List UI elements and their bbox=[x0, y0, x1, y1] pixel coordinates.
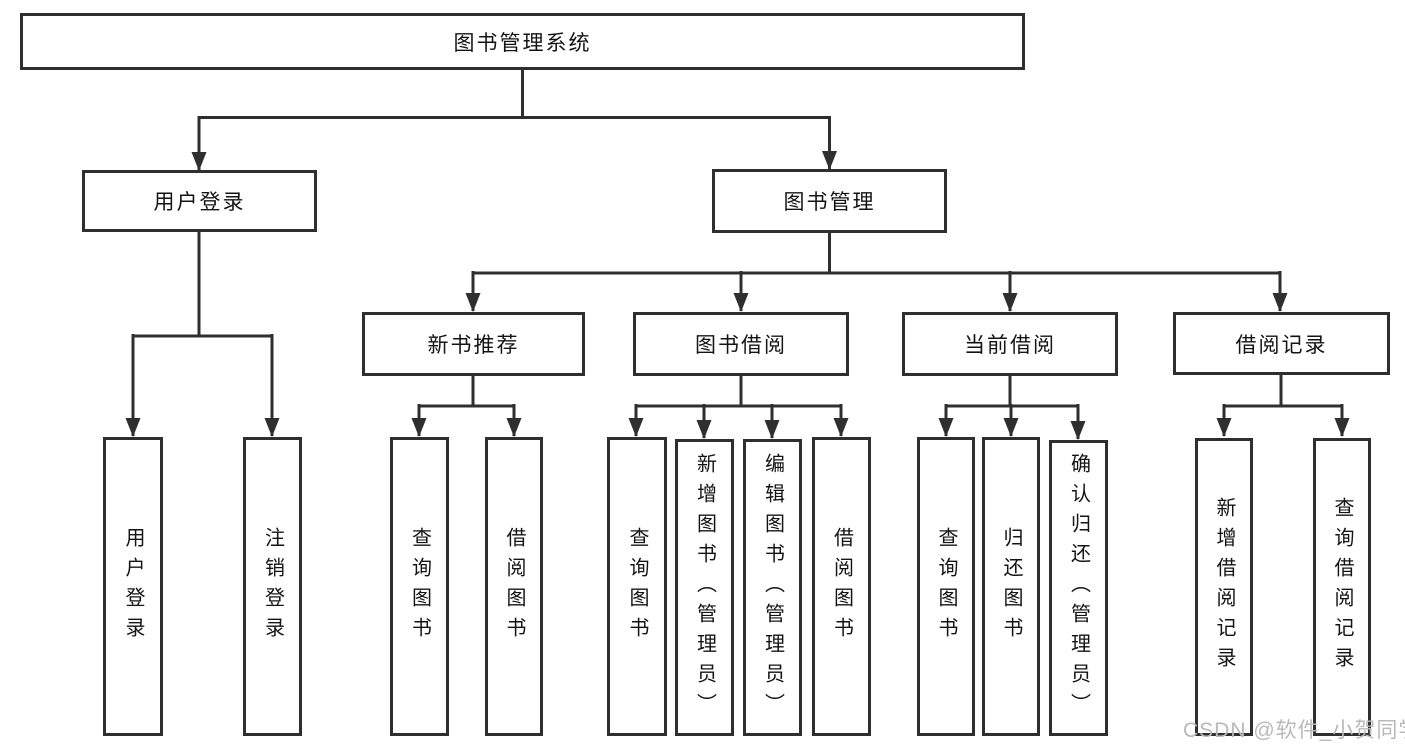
leaf-records-query: 查询借阅记录 bbox=[1313, 438, 1371, 736]
leaf-newbook-query-label: 查询图书 bbox=[408, 526, 431, 647]
node-borrow-records: 借阅记录 bbox=[1173, 312, 1390, 375]
connector-newbook-to-leaves bbox=[419, 376, 514, 408]
connector-bookborrow-to-leaves bbox=[636, 376, 841, 408]
node-new-book-recommend: 新书推荐 bbox=[362, 312, 585, 376]
leaf-logout-label: 注销登录 bbox=[261, 526, 284, 647]
connector-currentborrow-to-leaves bbox=[946, 376, 1078, 408]
leaf-logout: 注销登录 bbox=[243, 437, 302, 736]
csdn-watermark: CSDN @软件_小贺同学 bbox=[1183, 719, 1405, 742]
leaf-borrow-book-label: 借阅图书 bbox=[830, 526, 853, 647]
leaf-records-add-label: 新增借阅记录 bbox=[1213, 497, 1235, 677]
node-book-management-label: 图书管理 bbox=[783, 191, 876, 214]
leaf-newbook-query: 查询图书 bbox=[390, 437, 449, 736]
leaf-borrow-edit-admin: 编辑图书（管理员） bbox=[743, 439, 802, 736]
leaf-borrow-add-admin: 新增图书（管理员） bbox=[675, 439, 734, 736]
leaf-borrow-book: 借阅图书 bbox=[812, 437, 871, 736]
node-user-login-label: 用户登录 bbox=[153, 191, 246, 214]
node-root-label: 图书管理系统 bbox=[453, 31, 592, 55]
leaf-borrow-add-admin-label: 新增图书（管理员） bbox=[693, 452, 716, 723]
node-new-book-recommend-label: 新书推荐 bbox=[427, 334, 520, 357]
node-user-login: 用户登录 bbox=[82, 170, 317, 232]
node-root-library-system: 图书管理系统 bbox=[20, 13, 1025, 70]
node-current-borrow-label: 当前借阅 bbox=[964, 334, 1056, 357]
leaf-records-add: 新增借阅记录 bbox=[1195, 438, 1253, 736]
leaf-borrow-edit-admin-label: 编辑图书（管理员） bbox=[761, 452, 784, 723]
leaf-newbook-borrow-label: 借阅图书 bbox=[503, 526, 525, 647]
node-book-borrow: 图书借阅 bbox=[633, 312, 849, 376]
node-book-management: 图书管理 bbox=[712, 169, 947, 233]
node-book-borrow-label: 图书借阅 bbox=[695, 334, 787, 357]
node-borrow-records-label: 借阅记录 bbox=[1235, 333, 1328, 357]
connector-records-to-leaves bbox=[1224, 375, 1342, 408]
leaf-user-login: 用户登录 bbox=[103, 437, 163, 736]
leaf-user-login-label: 用户登录 bbox=[122, 526, 144, 647]
leaf-current-return-label: 归还图书 bbox=[1000, 526, 1022, 647]
leaf-current-confirm-admin: 确认归还（管理员） bbox=[1049, 440, 1108, 736]
leaf-current-confirm-admin-label: 确认归还（管理员） bbox=[1067, 453, 1090, 723]
leaf-current-return: 归还图书 bbox=[982, 437, 1040, 736]
leaf-current-query: 查询图书 bbox=[917, 437, 975, 736]
leaf-borrow-query-label: 查询图书 bbox=[626, 526, 648, 647]
leaf-current-query-label: 查询图书 bbox=[935, 526, 957, 647]
leaf-records-query-label: 查询借阅记录 bbox=[1331, 497, 1353, 677]
leaf-newbook-borrow: 借阅图书 bbox=[485, 437, 543, 736]
connector-root-to-level2 bbox=[199, 70, 830, 119]
node-current-borrow: 当前借阅 bbox=[902, 312, 1118, 376]
leaf-borrow-query: 查询图书 bbox=[607, 437, 667, 736]
connector-bookmgmt-to-level3 bbox=[473, 233, 1280, 275]
connector-userlogin-to-leaves bbox=[133, 232, 272, 338]
